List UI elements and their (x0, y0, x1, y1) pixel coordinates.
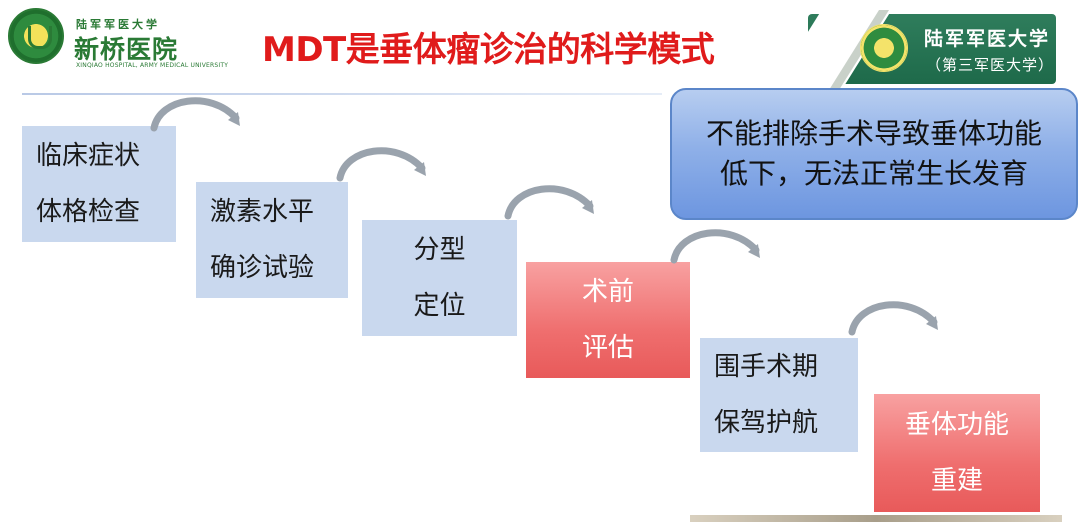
risk-callout-box: 不能排除手术导致垂体功能 低下，无法正常生长发育 (670, 88, 1078, 220)
callout-line-2: 低下，无法正常生长发育 (719, 157, 1028, 190)
step-line-1: 术前 (581, 277, 634, 307)
step-line-1: 围手术期 (714, 352, 819, 382)
callout-line-1: 不能排除手术导致垂体功能 (705, 117, 1042, 150)
step-hormone-test: 激素水平 确诊试验 (196, 182, 348, 298)
step-perioperative-care: 围手术期 保驾护航 (700, 338, 858, 452)
hospital-english-name: XINQIAO HOSPITAL, ARMY MEDICAL UNIVERSIT… (76, 62, 229, 69)
step-preop-assessment: 术前 评估 (526, 262, 690, 378)
step-line-2: 定位 (413, 291, 466, 321)
curved-arrow-icon (336, 147, 426, 182)
step-pituitary-reconstruction: 垂体功能 重建 (874, 394, 1040, 512)
step-line-1: 临床症状 (36, 141, 141, 171)
step-line-2: 保驾护航 (714, 408, 819, 438)
curved-arrow-icon (848, 301, 938, 336)
step-line-2: 确诊试验 (210, 253, 315, 283)
step-line-1: 垂体功能 (904, 410, 1009, 440)
step-classification-location: 分型 定位 (362, 220, 517, 336)
step-line-2: 重建 (930, 466, 983, 496)
header-divider (22, 93, 662, 95)
curved-arrow-icon (670, 229, 760, 264)
hospital-name: 新桥医院 (74, 35, 179, 64)
hospital-university-label: 陆军军医大学 (76, 18, 160, 31)
step-line-2: 评估 (581, 333, 634, 363)
university-logo (860, 24, 908, 72)
university-subtitle: （第三军医大学） (926, 56, 1055, 74)
university-name: 陆军军医大学 (924, 28, 1051, 50)
bottom-image-strip (690, 515, 1062, 522)
step-clinical-exam: 临床症状 体格检查 (22, 126, 176, 242)
slide-title: MDT是垂体瘤诊治的科学模式 (262, 30, 715, 70)
step-line-1: 分型 (413, 235, 466, 265)
hospital-logo (8, 8, 64, 64)
step-line-2: 体格检查 (36, 197, 141, 227)
curved-arrow-icon (504, 185, 594, 220)
curved-arrow-icon (150, 97, 240, 132)
step-line-1: 激素水平 (210, 197, 315, 227)
